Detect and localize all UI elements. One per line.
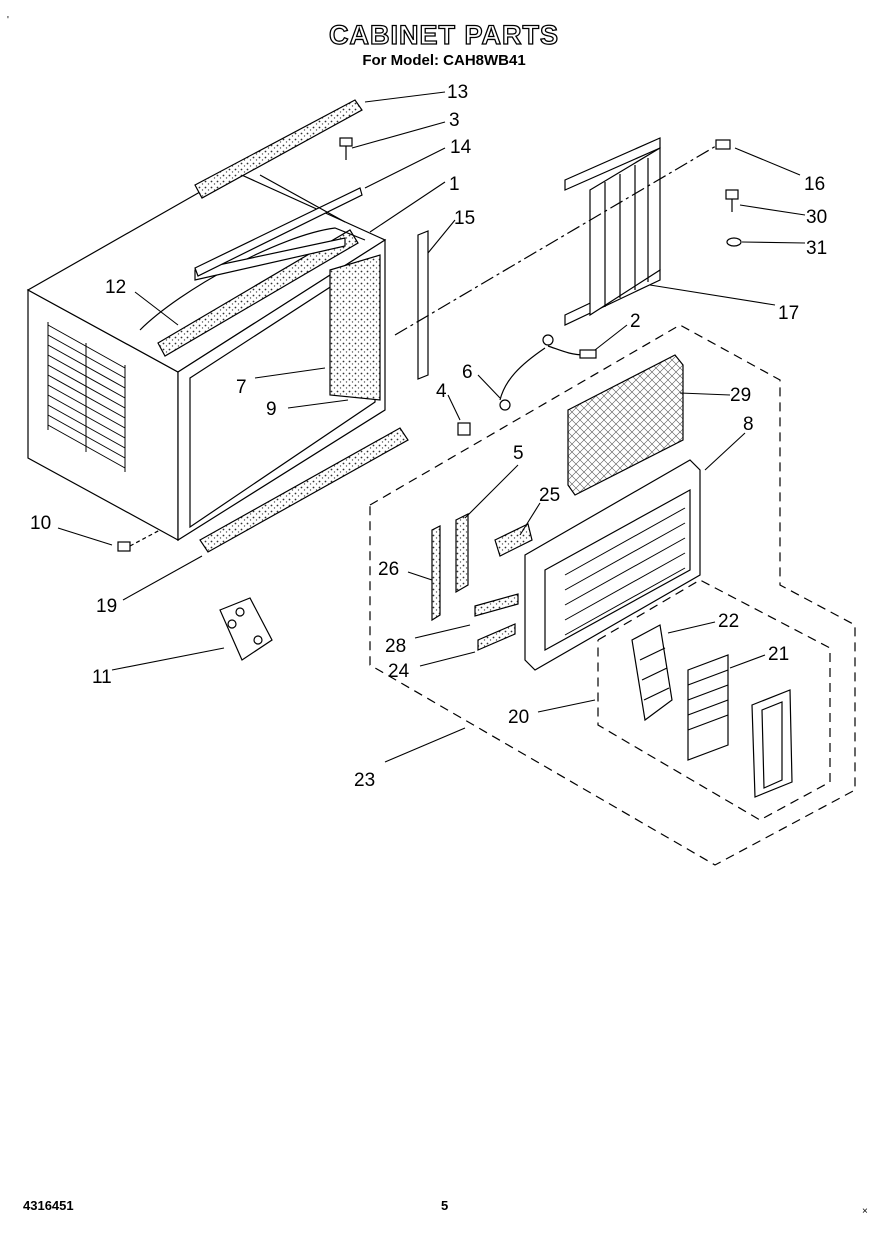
part-24-foam [477,623,516,651]
part-6-wire [499,347,546,401]
callout-28: 28 [385,636,406,657]
callout-30: 30 [806,207,827,228]
part-20-group-outline [597,579,831,821]
callout-12: 12 [105,277,126,298]
callout-19: 19 [96,596,117,617]
callout-29: 29 [730,385,751,406]
part-19-bottom-rail [199,427,409,553]
part-10-screw [117,529,161,552]
callout-1: 1 [449,174,460,195]
callout-26: 26 [378,559,399,580]
callout-15: 15 [454,208,475,229]
part-28-foam [474,593,519,617]
callout-17: 17 [778,303,799,324]
part-29-filter [567,354,684,496]
part-20-housing [751,689,793,798]
part-31-washer [726,237,742,247]
part-17-window-panel [564,137,661,326]
callout-25: 25 [539,485,560,506]
page-title: CABINET PARTS [328,19,559,50]
callout-3: 3 [449,110,460,131]
part-25-foam [494,523,533,557]
callout-10: 10 [30,513,51,534]
document-part-number: 4316451 [23,1198,74,1213]
callout-24: 24 [388,661,410,682]
callout-14: 14 [450,137,472,158]
callout-13: 13 [447,82,468,103]
callout-9: 9 [266,399,277,420]
callout-16: 16 [804,174,825,195]
callout-7: 7 [236,377,247,398]
part-15-bracket [417,230,429,380]
cabinet-shell [26,171,387,542]
part-14-strip [194,187,363,277]
part-4-holder [457,422,471,436]
callout-21: 21 [768,644,789,665]
part-11-mounting-bracket [219,597,273,661]
part-23-group-outline [369,324,856,866]
part-30-screw [725,189,739,212]
part-6-clip [499,399,511,411]
part-16-screw [715,139,731,150]
part-5-foam [455,513,469,594]
page-number: 5 [441,1198,449,1213]
part-2-sensor [542,334,597,359]
part-22-vane-frame [631,624,673,722]
callout-31: 31 [806,238,827,259]
callout-8: 8 [743,414,754,435]
callout-23: 23 [354,770,375,791]
part-26-foam [431,525,441,622]
callout-labels: 13 3 14 1 15 16 30 31 17 2 6 4 29 8 5 25… [30,82,827,791]
part-8-front-grille [524,459,701,671]
corner-registration-mark-bottom: × [862,1206,868,1217]
part-3-screw [339,137,353,160]
corner-registration-mark: ' [7,15,9,26]
part-13-top-rail [194,99,363,199]
callout-20: 20 [508,707,529,728]
callout-2: 2 [630,311,641,332]
model-subtitle: For Model: CAH8WB41 [362,52,526,69]
callout-22: 22 [718,611,739,632]
callout-11: 11 [92,667,112,688]
part-21-louver-insert [687,654,729,761]
callout-6: 6 [462,362,473,383]
callout-4: 4 [436,381,447,402]
callout-5: 5 [513,443,524,464]
